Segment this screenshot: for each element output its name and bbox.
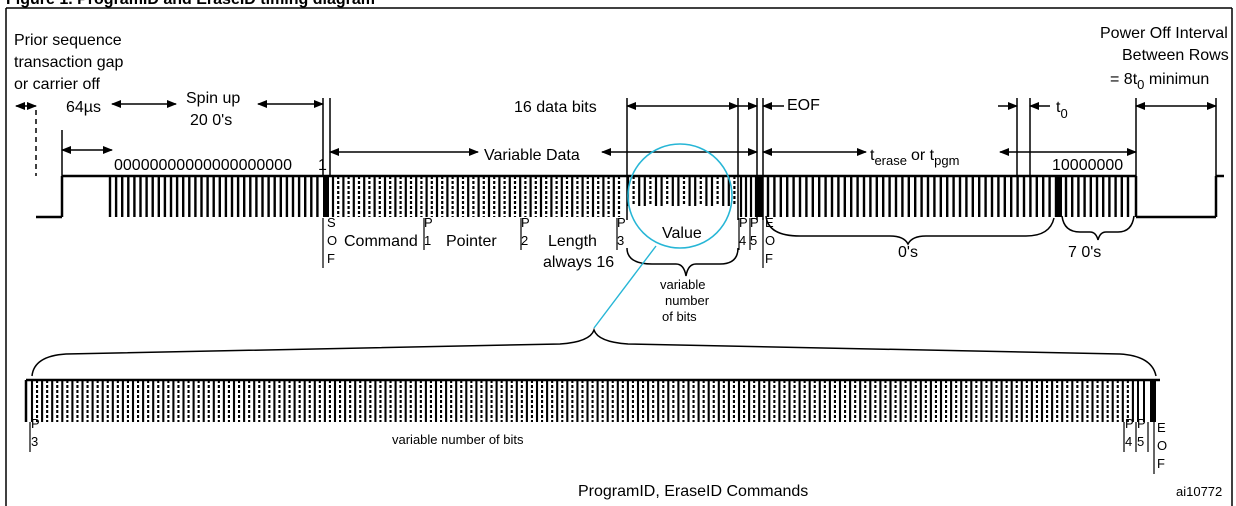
- figure-id: ai10772: [1176, 484, 1222, 499]
- bottom-eof-marker: E O F: [1157, 420, 1167, 471]
- zoom-circle: [627, 143, 733, 249]
- expansion-brace: [31, 327, 1157, 377]
- zeros-brace: [765, 215, 1055, 246]
- power-text-3: = 8t0 minimun: [1110, 71, 1209, 92]
- svg-text:P: P: [1137, 416, 1146, 431]
- svg-text:F: F: [765, 251, 773, 266]
- spin-text-2: 20 0's: [190, 112, 232, 129]
- p4-marker: P 4: [739, 215, 748, 248]
- svg-text:E: E: [1157, 420, 1166, 435]
- variable-text-1: variable: [660, 277, 706, 292]
- p2-marker: P 2: [521, 215, 530, 248]
- zeros-label: 0's: [898, 244, 918, 261]
- figure-header-text: Figure 1. ProgramID and EraseID timing d…: [6, 0, 375, 9]
- prior-text-1: Prior sequence: [14, 32, 122, 49]
- prior-text-3: or carrier off: [14, 76, 101, 93]
- svg-text:E: E: [765, 215, 774, 230]
- bottom-p5-marker: P 5: [1137, 416, 1146, 449]
- svg-text:P: P: [750, 215, 759, 230]
- p5-marker: P 5: [750, 215, 759, 248]
- sof-marker: S O F: [327, 215, 337, 266]
- svg-text:P: P: [617, 215, 626, 230]
- svg-text:P: P: [424, 215, 433, 230]
- bottom-eof-block: [1150, 380, 1156, 422]
- caption: ProgramID, EraseID Commands: [578, 483, 808, 500]
- variable-data-text: Variable Data: [484, 147, 580, 164]
- power-text-1: Power Off Interval: [1100, 25, 1228, 42]
- svg-text:P: P: [521, 215, 530, 230]
- eof-top-text: EOF: [787, 97, 820, 114]
- pointer-label: Pointer: [446, 233, 497, 250]
- t64-text: 64µs: [66, 99, 101, 116]
- pattern-text: 10000000: [1052, 157, 1123, 174]
- t0-text: t0: [1056, 99, 1068, 121]
- variable-text-3: of bits: [662, 309, 697, 324]
- p3-marker: P 3: [617, 215, 626, 248]
- length-label-1: Length: [548, 233, 597, 250]
- power-text-2: Between Rows: [1122, 47, 1229, 64]
- svg-text:P: P: [739, 215, 748, 230]
- figure-header-fragment: Figure 1. ProgramID and EraseID timing d…: [0, 0, 1236, 10]
- svg-text:3: 3: [31, 434, 38, 449]
- length-label-2: always 16: [543, 254, 614, 271]
- svg-text:O: O: [765, 233, 775, 248]
- svg-text:S: S: [327, 215, 336, 230]
- prior-text-2: transaction gap: [14, 54, 124, 71]
- svg-text:F: F: [1157, 456, 1165, 471]
- one-text: 1: [318, 157, 327, 174]
- svg-text:4: 4: [739, 233, 746, 248]
- spin-text-1: Spin up: [186, 90, 240, 107]
- value-label: Value: [662, 225, 702, 242]
- pattern-one-block: [1056, 176, 1062, 217]
- svg-text:P: P: [1125, 416, 1134, 431]
- svg-text:F: F: [327, 251, 335, 266]
- data-bits-text: 16 data bits: [514, 99, 597, 116]
- eof-block: [757, 176, 763, 217]
- seven-zeros-brace: [1061, 215, 1135, 241]
- p1-marker: P 1: [424, 215, 433, 248]
- svg-text:P: P: [31, 416, 40, 431]
- svg-text:3: 3: [617, 233, 624, 248]
- svg-text:2: 2: [521, 233, 528, 248]
- waveform-layer: [15, 98, 1224, 474]
- svg-text:O: O: [1157, 438, 1167, 453]
- bottom-p4-marker: P 4: [1125, 416, 1134, 449]
- command-label: Command: [344, 233, 418, 250]
- zoom-leader-line: [593, 245, 657, 329]
- zeros20-text: 00000000000000000000: [114, 157, 292, 174]
- variable-text-2: number: [665, 293, 710, 308]
- seven-zeros-label: 7 0's: [1068, 244, 1101, 261]
- svg-text:O: O: [327, 233, 337, 248]
- bottom-variable-label: variable number of bits: [392, 432, 524, 447]
- value-brace: [626, 247, 739, 277]
- sof-block: [323, 176, 329, 217]
- eof-marker: E O F: [765, 215, 775, 266]
- svg-text:1: 1: [424, 233, 431, 248]
- svg-text:5: 5: [750, 233, 757, 248]
- svg-text:5: 5: [1137, 434, 1144, 449]
- svg-text:4: 4: [1125, 434, 1132, 449]
- bottom-p3-marker: P 3: [31, 416, 40, 449]
